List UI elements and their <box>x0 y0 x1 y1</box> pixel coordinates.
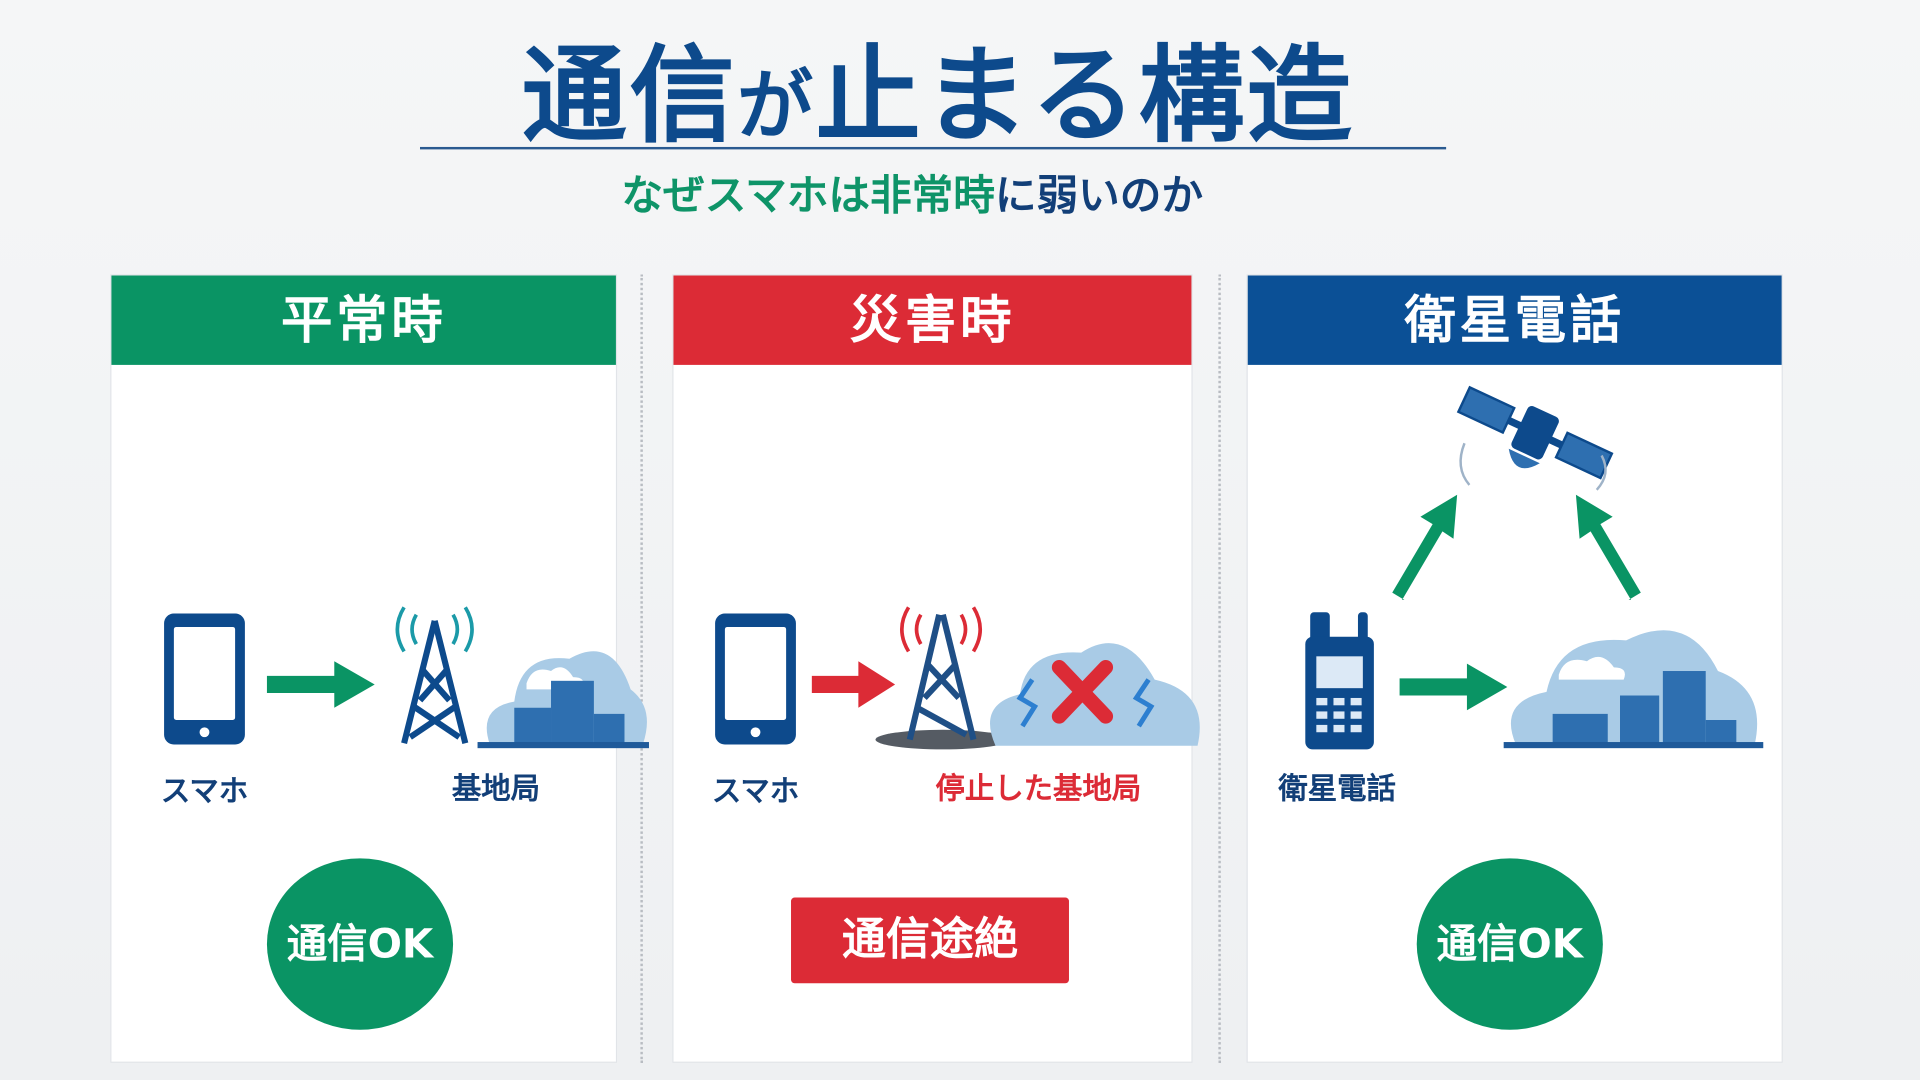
title-part: 通信 <box>521 35 738 158</box>
status-badge-failure: 通信途絶 <box>791 897 1069 984</box>
cell-tower-icon <box>395 606 474 745</box>
city-cloud-icon <box>1503 630 1764 749</box>
title-part: が <box>737 61 816 151</box>
divider <box>640 274 643 1063</box>
stopped-base-station-label: 停止した基地局 <box>935 771 1142 806</box>
page-title: 通信が止まる構造 <box>0 10 1876 163</box>
subtitle-rest: に弱いのか <box>994 171 1204 221</box>
cloud-error-icon <box>990 643 1200 746</box>
smartphone-icon <box>164 613 245 745</box>
satellite-icon <box>1456 385 1614 491</box>
status-badge-ok: 通信OK <box>266 858 454 1030</box>
city-cloud-icon <box>477 651 649 749</box>
smartphone-label: スマホ <box>711 773 800 809</box>
broken-tower-icon <box>875 606 1011 750</box>
smartphone-icon <box>715 613 796 745</box>
title-underline <box>420 146 1447 150</box>
smartphone-label: スマホ <box>160 773 249 809</box>
panel-header: 災害時 <box>673 275 1192 365</box>
panel-header: 平常時 <box>111 275 616 365</box>
satellite-phone-label: 衛星電話 <box>1278 771 1396 806</box>
satellite-phone-icon <box>1305 612 1374 750</box>
arrow-right-icon <box>1399 663 1508 711</box>
title-part: 止まる構造 <box>815 35 1355 158</box>
base-station-label: 基地局 <box>451 771 541 806</box>
subtitle-highlight: なぜスマホは非常時 <box>621 171 995 221</box>
arrow-right-icon <box>811 661 896 708</box>
divider <box>1218 274 1221 1063</box>
arrow-up-icon <box>1575 494 1641 601</box>
arrow-right-icon <box>266 661 375 708</box>
status-badge-ok: 通信OK <box>1416 858 1603 1030</box>
subtitle: なぜスマホは非常時に弱いのか <box>0 162 1824 222</box>
panel-header: 衛星電話 <box>1247 275 1782 365</box>
arrow-up-icon <box>1392 494 1458 601</box>
